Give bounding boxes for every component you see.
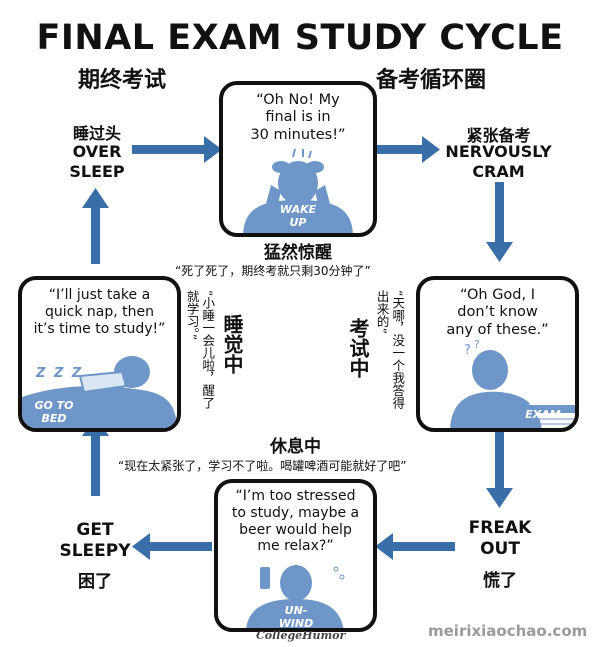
- cram-line-2: CRAM: [472, 161, 525, 181]
- arrow-unwind-to-sleepy: [150, 542, 212, 551]
- wake-up-panel: “Oh No! My final is in 30 minutes!” WAKE…: [219, 81, 377, 237]
- take-exam-badge-line-1: TAKE: [527, 395, 559, 408]
- unwind-quote-line-4: me relax?”: [257, 538, 334, 555]
- take-exam-badge-line-2: EXAM: [525, 407, 561, 421]
- unwind-cn-quote: “现在太紧张了，学习不了啦。喝罐啤酒可能就好了吧”: [118, 459, 407, 473]
- arrow-freakout-to-unwind: [393, 542, 455, 551]
- get-sleepy-label: GET SLEEPY: [40, 520, 150, 561]
- take-exam-quote-line-3: any of these.”: [446, 321, 549, 338]
- go-to-bed-quote-line-3: it’s time to study!”: [33, 320, 166, 337]
- unwind-badge-line-1: UN-: [284, 604, 308, 617]
- svg-text:?: ?: [464, 343, 471, 358]
- freak-out-line-1: FREAK: [468, 518, 532, 538]
- wake-up-quote: “Oh No! My final is in 30 minutes!”: [223, 92, 373, 144]
- wake-up-badge-line-1: WAKE: [279, 203, 317, 216]
- oversleep-label: OVER SLEEP: [42, 142, 152, 181]
- unwind-badge-line-2: WIND: [278, 616, 314, 630]
- go-to-bed-quote: “I’ll just take a quick nap, then it’s t…: [22, 287, 177, 337]
- go-to-bed-badge-line-2: BED: [41, 411, 67, 425]
- wake-up-cn-quote: “死了死了，期终考就只剩30分钟了”: [175, 264, 371, 278]
- arrow-cram-to-exam: [495, 182, 504, 242]
- wake-up-quote-line-1: “Oh No! My: [256, 92, 340, 108]
- arrow-sleepy-to-bed: [91, 436, 100, 496]
- arrow-bed-to-oversleep: [91, 208, 100, 264]
- unwind-quote: “I’m too stressed to study, maybe a beer…: [218, 488, 373, 555]
- go-to-bed-panel: “I’ll just take a quick nap, then it’s t…: [18, 276, 181, 432]
- oversleep-line-1: OVER: [72, 142, 122, 161]
- arrow-oversleep-to-wakeup: [132, 145, 204, 154]
- take-exam-cn-quote: “天哪，没一个我答得出来的”: [374, 290, 406, 409]
- svg-text:?: ?: [474, 340, 480, 351]
- take-exam-badge: TAKE EXAM: [510, 395, 575, 421]
- wake-up-badge: WAKE UP: [263, 203, 333, 229]
- wake-up-quote-line-2: final is in: [265, 109, 331, 126]
- arrow-wakeup-to-cram: [376, 145, 422, 154]
- freak-out-cn: 慌了: [483, 571, 517, 591]
- freak-out-label: FREAK OUT: [455, 518, 545, 559]
- drinking-person-figure: [246, 565, 345, 628]
- cram-line-1: NERVOUSLY: [445, 142, 552, 161]
- site-watermark: meirixiaochao.com: [428, 622, 588, 640]
- unwind-cn-label: 休息中: [270, 437, 321, 457]
- exam-taker-figure: ? ?: [450, 340, 575, 428]
- go-to-bed-badge: GO TO BED: [24, 399, 84, 425]
- cram-cn: 紧张备考: [466, 126, 531, 145]
- oversleep-line-2: SLEEP: [69, 161, 125, 181]
- panicked-person-figure: [243, 148, 353, 233]
- unwind-panel: “I’m too stressed to study, maybe a beer…: [214, 479, 377, 632]
- take-exam-quote-line-2: don’t know: [457, 304, 538, 321]
- diagram-title: FINAL EXAM STUDY CYCLE: [36, 18, 564, 58]
- zzz-text: Z Z Z: [36, 366, 84, 381]
- arrow-exam-to-freakout: [495, 432, 504, 488]
- take-exam-quote: “Oh God, I don’t know any of these.”: [420, 287, 575, 339]
- get-sleepy-cn: 困了: [78, 572, 112, 592]
- subtitle-right: 备考循环圈: [376, 68, 487, 93]
- get-sleepy-line-2: SLEEPY: [59, 540, 131, 561]
- wake-up-cn-label: 猛然惊醒: [264, 243, 332, 263]
- take-exam-quote-line-1: “Oh God, I: [459, 287, 535, 303]
- take-exam-cn-label: 考试中: [346, 318, 370, 378]
- oversleep-cn: 睡过头: [72, 124, 121, 143]
- cram-label: NERVOUSLY CRAM: [436, 142, 561, 181]
- wake-up-quote-line-3: 30 minutes!”: [250, 126, 346, 143]
- subtitle-left: 期终考试: [78, 68, 167, 93]
- wake-up-badge-line-2: UP: [289, 215, 307, 229]
- sleeping-person-figure: [22, 356, 177, 428]
- go-to-bed-quote-line-2: quick nap, then: [45, 303, 154, 320]
- collegehumor-logo: CollegeHumor: [256, 629, 346, 642]
- unwind-quote-line-2: to study, maybe a: [231, 504, 360, 521]
- unwind-quote-line-3: beer would help: [239, 521, 352, 538]
- unwind-badge: UN- WIND: [263, 604, 329, 630]
- take-exam-panel: “Oh God, I don’t know any of these.” ? ?…: [416, 276, 579, 432]
- freak-out-line-2: OUT: [480, 538, 520, 559]
- go-to-bed-quote-line-1: “I’ll just take a: [48, 287, 151, 303]
- go-to-bed-cn-label: 睡觉中: [220, 314, 244, 374]
- go-to-bed-badge-line-1: GO TO: [34, 399, 74, 412]
- go-to-bed-cn-quote: “小睡一会儿啦，醒了就学习。”: [184, 290, 216, 409]
- unwind-quote-line-1: “I’m too stressed: [235, 488, 356, 504]
- get-sleepy-line-1: GET: [76, 520, 114, 540]
